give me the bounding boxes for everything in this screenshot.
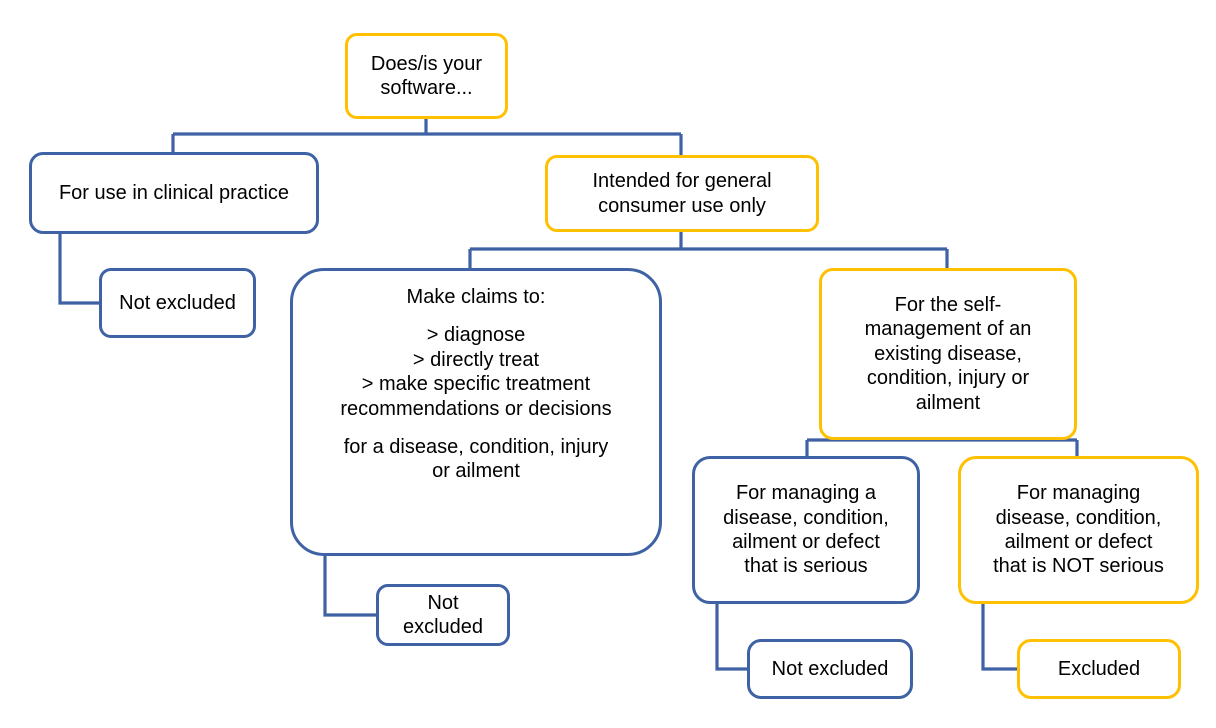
node-self-management[interactable]: For the self- management of an existing … [819,268,1077,440]
connector-serious-to-notexcluded [715,604,747,671]
node-make-claims-title: Make claims to: [406,286,546,308]
node-self-management-line-2: management of an [864,318,1032,341]
node-not-excluded-claims[interactable]: Not excluded [376,584,510,646]
node-excluded-label: Excluded [1057,657,1141,680]
node-managing-not-serious-line-1: For managing [1016,482,1141,505]
node-managing-serious-line-2: disease, condition, [723,506,889,529]
node-not-excluded-clinical-label: Not excluded [119,291,236,314]
connector-clinical-to-notexcluded [58,234,99,305]
node-self-management-line-5: ailment [915,391,981,414]
node-self-management-line-4: condition, injury or [866,367,1030,390]
connector-notserious-to-excluded [981,604,1017,671]
node-managing-serious-line-4: that is serious [744,555,868,578]
node-managing-serious-line-3: ailment or defect [732,531,880,553]
node-make-claims-bullet-2: > directly treat [412,348,540,371]
node-not-excluded-clinical[interactable]: Not excluded [99,268,256,338]
node-not-excluded-serious-label: Not excluded [771,657,889,680]
node-root-line-2: software... [380,77,473,99]
node-make-claims-bullet-3-cont: recommendations or decisions [340,397,612,420]
node-managing-not-serious-line-3: ailment or defect [1004,531,1153,553]
node-make-claims-tail-line-1: for a disease, condition, injury [343,435,609,458]
node-managing-not-serious[interactable]: For managing disease, condition, ailment… [958,456,1199,604]
node-make-claims-tail: for a disease, condition, injury or ailm… [317,435,635,484]
node-not-excluded-claims-line-1: Not [427,591,459,614]
node-managing-serious-line-1: For managing a [735,482,877,505]
node-not-excluded-serious[interactable]: Not excluded [747,639,913,699]
node-managing-not-serious-line-4: that is NOT serious [993,555,1164,578]
node-make-claims-tail-line-2: or ailment [432,460,520,483]
node-make-claims-bullet-1: > diagnose [426,324,526,347]
node-self-management-line-3: existing disease, [874,342,1022,365]
node-consumer-use[interactable]: Intended for general consumer use only [545,155,819,232]
node-excluded[interactable]: Excluded [1017,639,1181,699]
node-not-excluded-claims-line-2: excluded [402,616,484,638]
node-managing-serious[interactable]: For managing a disease, condition, ailme… [692,456,920,604]
node-clinical-practice[interactable]: For use in clinical practice [29,152,319,234]
connector-claims-to-notexcluded [323,556,376,617]
node-self-management-line-1: For the self- [894,294,1002,317]
node-managing-not-serious-line-2: disease, condition, [995,506,1162,529]
node-make-claims-bullet-3: > make specific treatment [361,373,591,396]
node-consumer-use-line-2: consumer use only [598,194,766,217]
node-consumer-use-line-1: Intended for general [592,170,772,193]
node-make-claims-bullets: > diagnose > directly treat > make speci… [317,323,635,421]
node-clinical-practice-label: For use in clinical practice [58,181,290,204]
node-root-line-1: Does/is your [370,52,483,75]
node-root-question[interactable]: Does/is your software... [345,33,508,119]
node-make-claims[interactable]: Make claims to: > diagnose > directly tr… [290,268,662,556]
